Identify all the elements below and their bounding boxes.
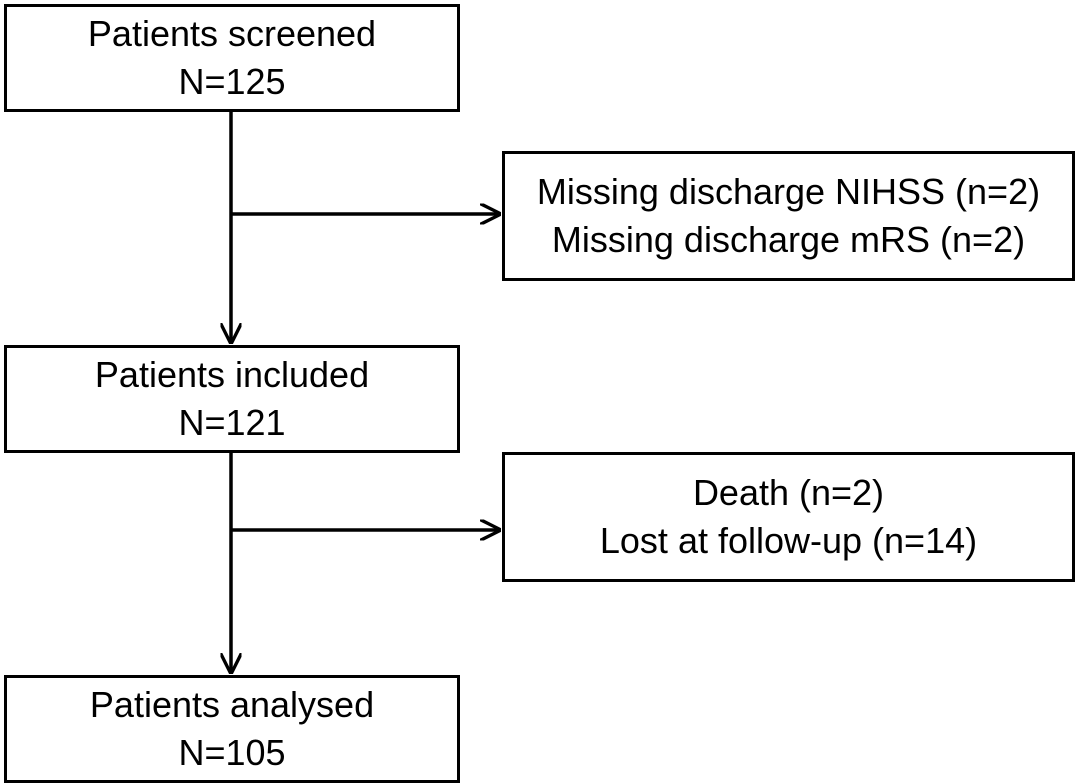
patients-screened-count: N=125 (178, 61, 286, 102)
exclusion-box-2: Death (n=2) Lost at follow-up (n=14) (502, 452, 1075, 582)
patients-included-count: N=121 (178, 402, 286, 443)
exclusion-box-1: Missing discharge NIHSS (n=2) Missing di… (502, 151, 1075, 281)
patients-included-box: Patients included N=121 (4, 345, 460, 453)
patients-included-label: Patients included (94, 354, 370, 395)
patients-analysed-count: N=105 (178, 732, 286, 773)
patients-analysed-label: Patients analysed (89, 684, 375, 725)
patients-screened-label: Patients screened (87, 13, 377, 54)
patients-screened-box: Patients screened N=125 (4, 4, 460, 112)
exclusion-2-line-1: Death (n=2) (692, 472, 885, 513)
exclusion-1-line-1: Missing discharge NIHSS (n=2) (536, 171, 1041, 212)
exclusion-2-line-2: Lost at follow-up (n=14) (599, 520, 978, 561)
patients-analysed-box: Patients analysed N=105 (4, 675, 460, 783)
exclusion-1-line-2: Missing discharge mRS (n=2) (551, 219, 1026, 260)
